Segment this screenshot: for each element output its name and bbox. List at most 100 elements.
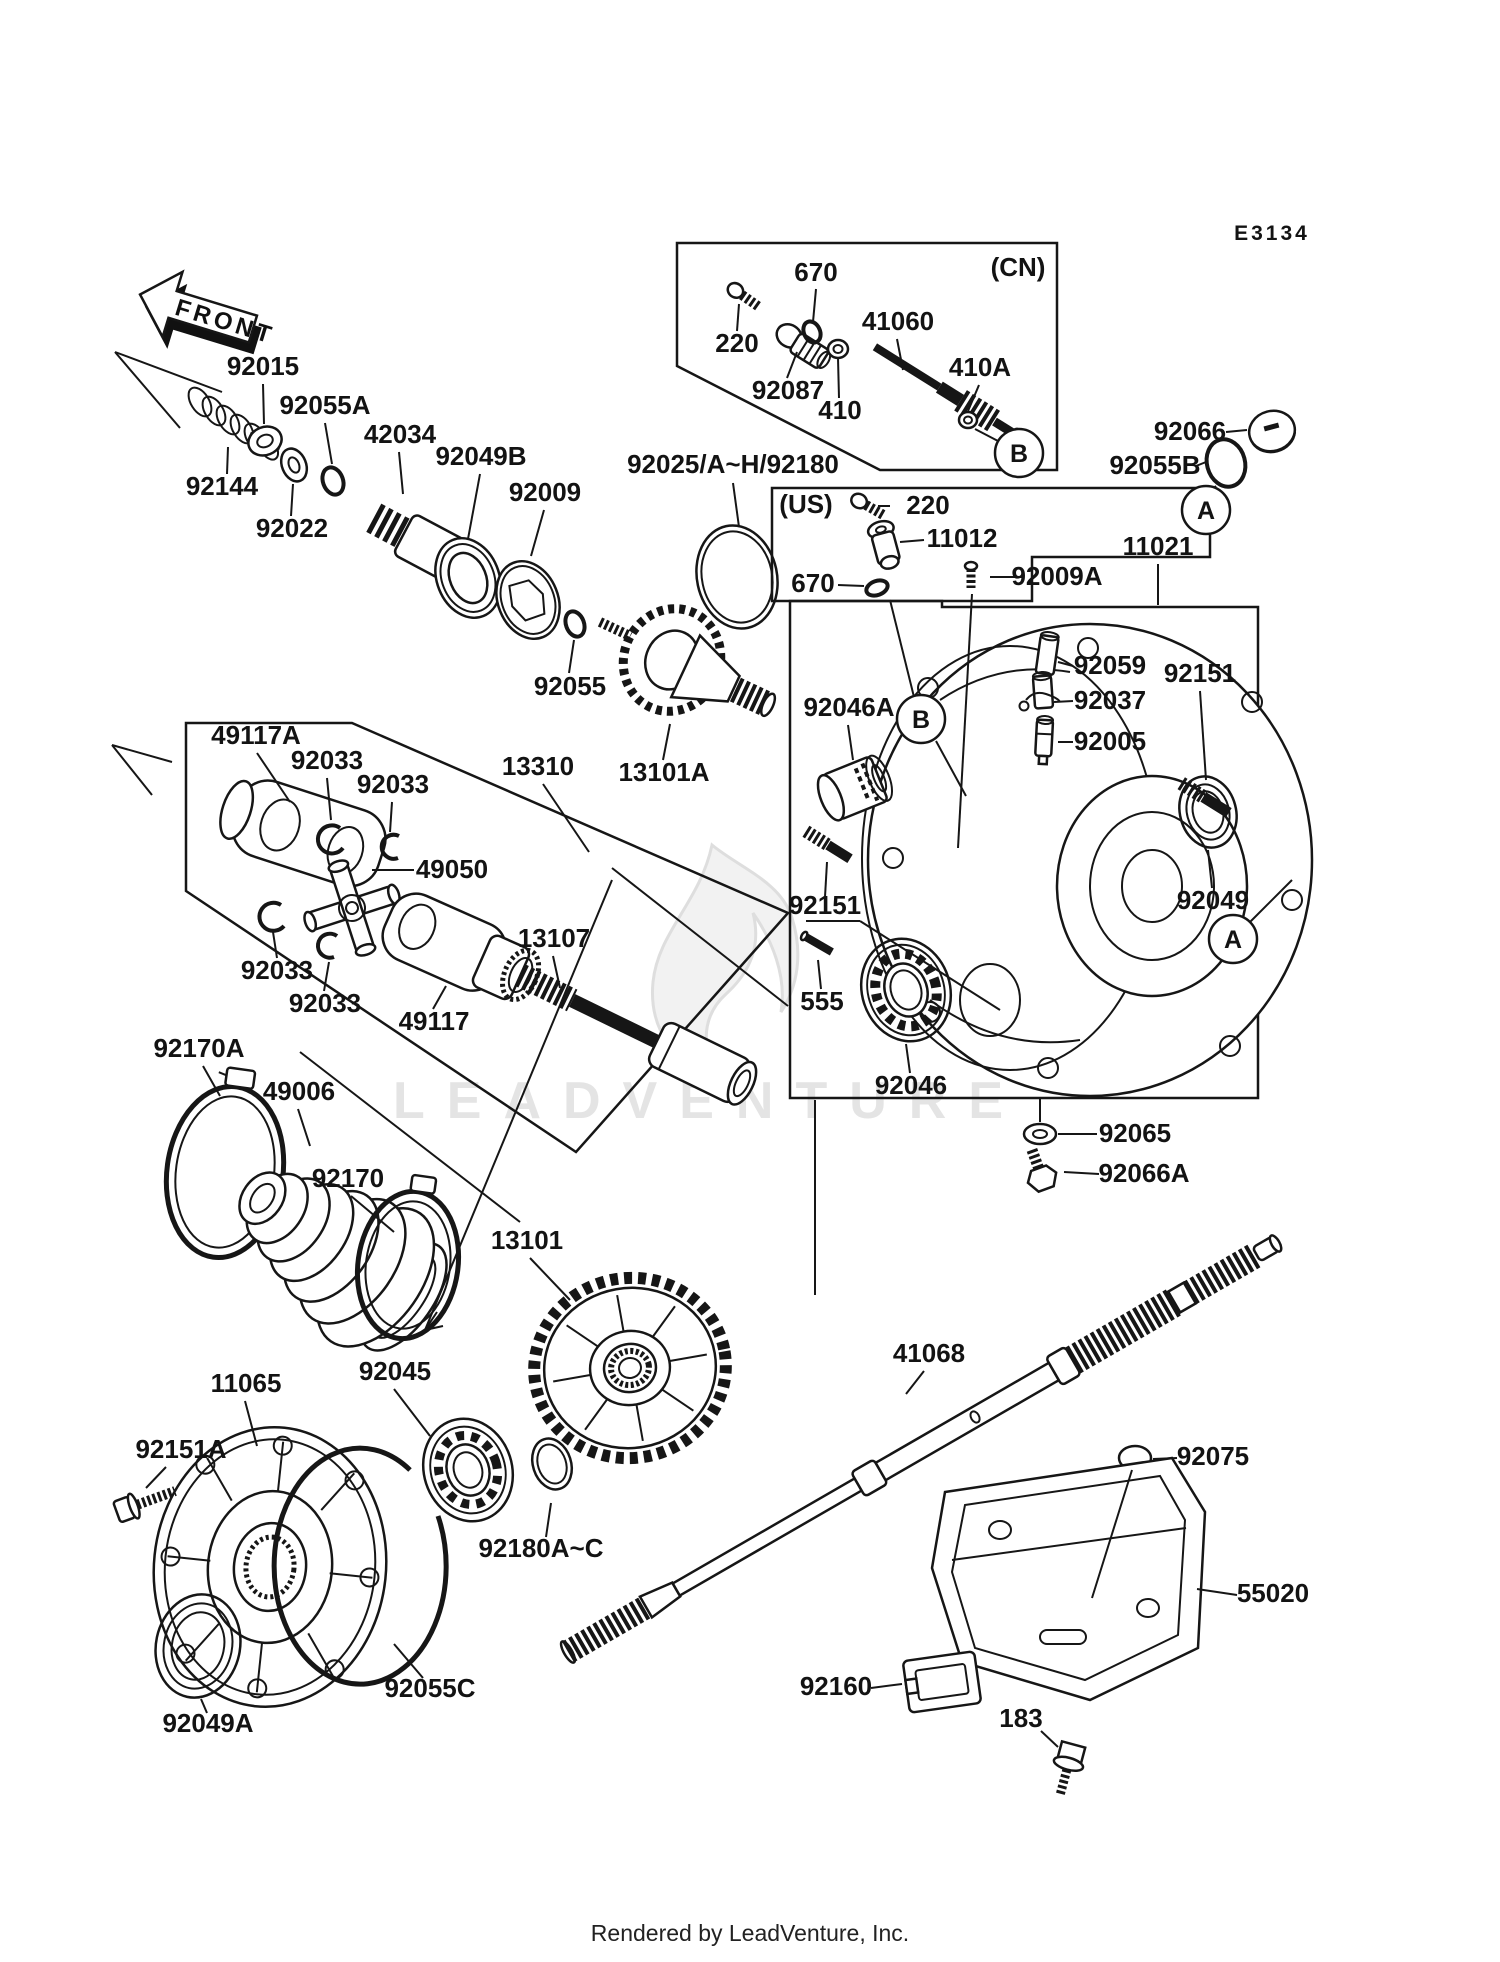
badge-a-right-label: A xyxy=(1197,497,1215,525)
label-220-us: 220 xyxy=(906,490,949,520)
cover-11065 xyxy=(152,1425,388,1709)
label-49006: 49006 xyxy=(263,1076,335,1106)
oil-seal-92049 xyxy=(1178,775,1238,849)
label-410: 410 xyxy=(818,395,861,425)
label-92049a: 92049A xyxy=(162,1708,253,1738)
bolt-220-us xyxy=(850,492,888,521)
label-670-us: 670 xyxy=(791,568,834,598)
circlip-92033-b xyxy=(379,832,400,861)
yoke-49117 xyxy=(381,892,542,1003)
label-92025-group: 92025/A~H/92180 xyxy=(627,449,839,479)
bolt-92009a xyxy=(963,560,979,588)
bevel-pinion-13101a xyxy=(618,604,777,718)
axle-shaft-41068 xyxy=(559,1234,1283,1664)
circlip-92033-c xyxy=(257,900,286,933)
shim-set-92180ac xyxy=(530,1437,574,1491)
label-13101a: 13101A xyxy=(618,757,709,787)
badge-a-case: A xyxy=(1207,913,1259,965)
bearing-92046 xyxy=(859,937,953,1043)
label-92151a: 92151A xyxy=(135,1434,226,1464)
o-ring-92055c xyxy=(271,1445,449,1687)
gear-case-box-11021 xyxy=(788,599,1260,1100)
label-92046: 92046 xyxy=(875,1070,947,1100)
label-92033-d: 92033 xyxy=(289,988,361,1018)
ring-gear-13101 xyxy=(528,1271,732,1465)
label-183: 183 xyxy=(999,1703,1042,1733)
label-92049b: 92049B xyxy=(435,441,526,471)
breather-92005 xyxy=(1034,715,1055,766)
label-92045: 92045 xyxy=(359,1356,431,1386)
label-11065: 11065 xyxy=(211,1368,282,1398)
badge-b-cn: B xyxy=(993,427,1045,479)
label-410a: 410A xyxy=(949,352,1011,382)
speedo-pinion-holder-92087 xyxy=(775,323,832,369)
circlip-92033-a xyxy=(315,823,345,856)
label-41060: 41060 xyxy=(862,306,934,336)
label-92049: 92049 xyxy=(1177,885,1249,915)
label-555: 555 xyxy=(800,986,843,1016)
o-ring-670-cn xyxy=(801,319,823,345)
diagram-code: E3134 xyxy=(1234,222,1310,245)
label-13107: 13107 xyxy=(518,923,590,953)
prop-shaft-13107 xyxy=(514,964,758,1106)
boot-49006 xyxy=(238,1171,448,1352)
label-92160: 92160 xyxy=(800,1671,872,1701)
circlip-92033-d xyxy=(315,931,339,960)
label-42034: 42034 xyxy=(364,419,437,449)
pin-555 xyxy=(799,930,834,956)
o-ring-set-92025-inner xyxy=(700,530,774,624)
label-92151-right: 92151 xyxy=(1164,658,1236,688)
leadventure-watermark: LEADVENTURE xyxy=(393,842,1003,1130)
label-92009: 92009 xyxy=(509,477,581,507)
badge-b-case: B xyxy=(895,693,947,745)
label-92055c: 92055C xyxy=(384,1673,475,1703)
label-49117a: 49117A xyxy=(211,720,301,750)
label-92055a: 92055A xyxy=(279,390,370,420)
flame-logo-watermark xyxy=(651,842,800,1081)
label-92087: 92087 xyxy=(752,375,824,405)
footer-credit: Rendered by LeadVenture, Inc. xyxy=(591,1920,909,1946)
label-92015: 92015 xyxy=(227,351,299,381)
label-92066a: 92066A xyxy=(1098,1158,1189,1188)
label-13101: 13101 xyxy=(491,1225,563,1255)
bolt-220-cn xyxy=(726,281,763,312)
label-92180ac: 92180A~C xyxy=(478,1533,603,1563)
washer-410a xyxy=(957,410,979,430)
label-92033-a: 92033 xyxy=(291,745,363,775)
plug-92066 xyxy=(1247,409,1297,454)
o-ring-92055b xyxy=(1204,437,1248,489)
needle-bearing-92046a xyxy=(816,754,894,822)
label-220-cn: 220 xyxy=(715,328,758,358)
label-92046a: 92046A xyxy=(803,692,894,722)
tag-cn: (CN) xyxy=(991,252,1046,282)
label-92170a: 92170A xyxy=(153,1033,244,1063)
label-92005: 92005 xyxy=(1074,726,1146,756)
seal-92049b xyxy=(434,537,502,619)
bolt-92066a xyxy=(1025,1145,1058,1194)
label-55020: 55020 xyxy=(1237,1578,1309,1608)
label-92055b: 92055B xyxy=(1109,450,1200,480)
label-11012: 11012 xyxy=(927,523,998,553)
label-92066: 92066 xyxy=(1154,416,1226,446)
holder-92160 xyxy=(902,1650,982,1714)
label-92033-c: 92033 xyxy=(241,955,313,985)
part-number-labels: E3134 (CN) (US) 670 220 92087 410 41060 … xyxy=(135,222,1309,1738)
label-13310: 13310 xyxy=(502,751,574,781)
guard-plate-55020 xyxy=(930,1456,1207,1702)
front-arrow-body xyxy=(138,269,259,344)
cn-variant-box xyxy=(675,241,1059,472)
ring-92009 xyxy=(495,559,561,641)
label-92022: 92022 xyxy=(256,513,328,543)
cross-journal-49050 xyxy=(303,859,401,957)
label-11021: 11021 xyxy=(1123,531,1194,561)
bolt-183 xyxy=(1052,1739,1087,1796)
badge-a-right: A xyxy=(1180,484,1232,536)
tag-us: (US) xyxy=(779,489,832,519)
o-ring-set-92025 xyxy=(695,524,779,630)
label-92151-mid: 92151 xyxy=(789,890,861,920)
clip-92037 xyxy=(1018,691,1061,712)
label-92144: 92144 xyxy=(186,471,259,501)
label-92055: 92055 xyxy=(534,671,606,701)
